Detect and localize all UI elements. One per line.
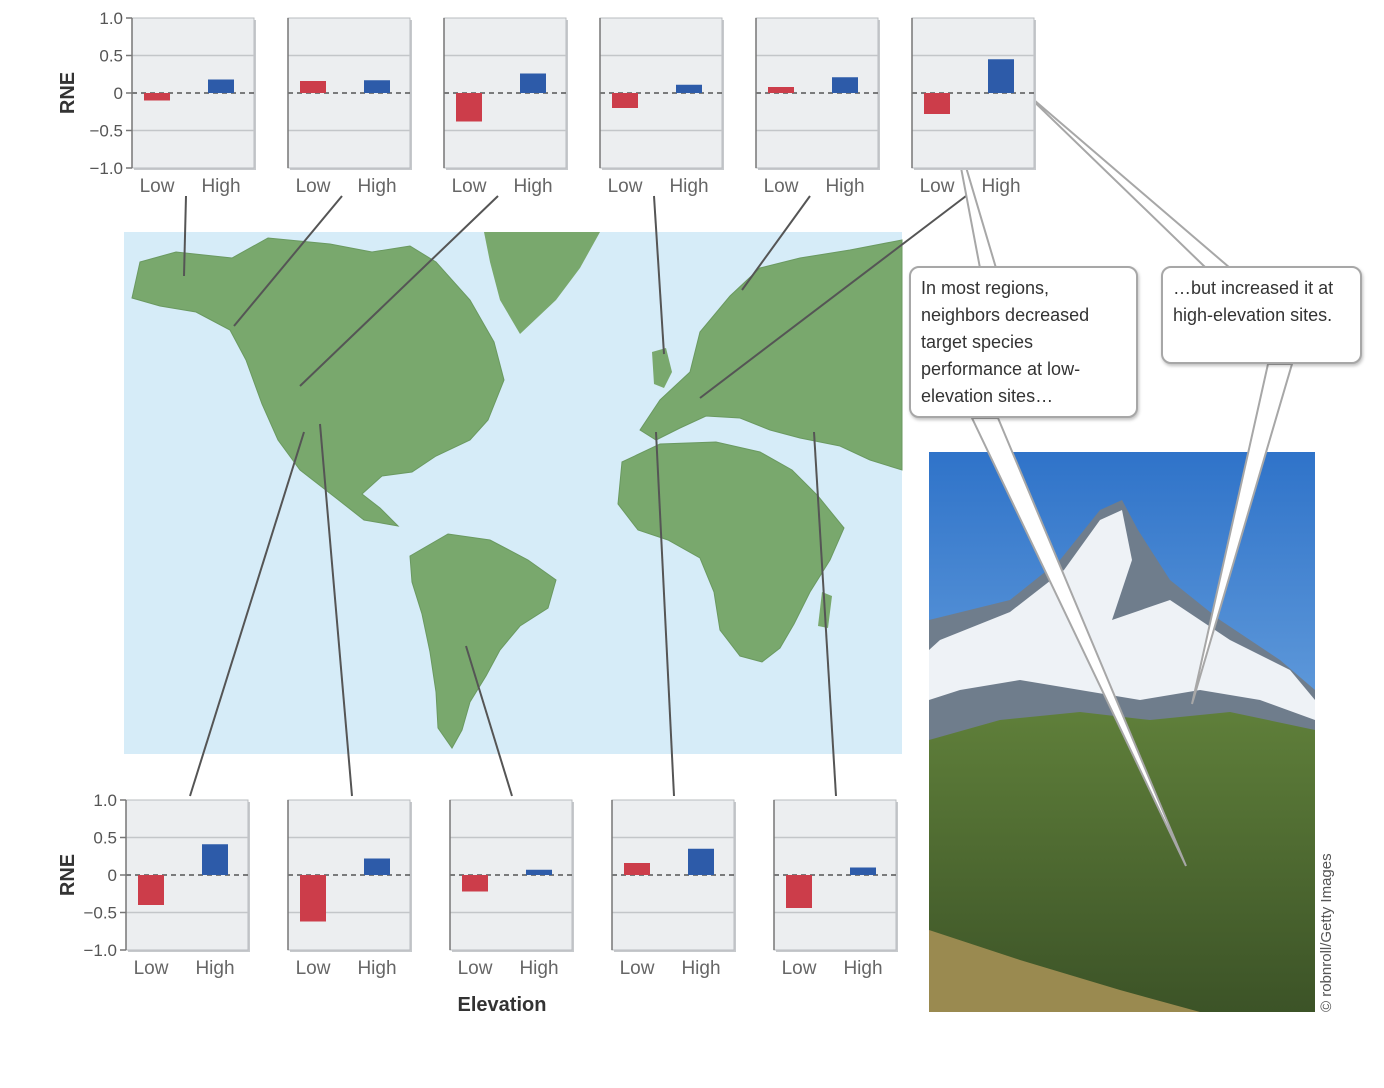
connector-line [699,195,967,399]
x-tick-label: High [357,958,396,979]
y-tick-label: −0.5 [89,122,123,141]
y-tick-label: 1.0 [99,9,123,28]
bar-panel: Low High 1.0 0.5 0 −0.5 −1.0 RNE [57,9,256,197]
bar-panel: Low High [449,799,574,979]
x-tick-label: High [519,958,558,979]
x-tick-label: High [669,176,708,197]
bar-high [988,59,1014,93]
y-tick-label: 0 [108,866,117,885]
africa-landmass [617,441,845,663]
elevation-axis-label: Elevation [458,994,547,1016]
x-tick-label: High [981,176,1020,197]
bar-low [300,875,326,922]
connector-line [183,195,187,277]
y-axis-label: RNE [57,72,79,114]
bar-low [924,93,950,114]
bar-high [208,79,234,93]
matterhorn-photo [929,452,1315,1012]
x-tick-label: Low [140,176,175,197]
bar-panel: Low High [599,17,724,197]
callout-pointer-low-photo [970,417,1187,867]
x-tick-label: Low [782,958,817,979]
bar-high [832,77,858,93]
bar-high [520,73,546,93]
x-tick-label: High [513,176,552,197]
y-axis-label: RNE [57,854,79,896]
y-tick-label: 0 [114,84,123,103]
x-tick-label: High [843,958,882,979]
bar-panel: Low High [443,17,568,197]
bar-low [624,863,650,875]
x-tick-label: Low [764,176,799,197]
bar-high [364,80,390,93]
callout-high-elevation: …but increased it at high-elevation site… [1161,266,1362,364]
bar-low [144,93,170,101]
connector-line [299,195,499,387]
x-tick-label: High [825,176,864,197]
snow-cover [929,510,1315,720]
x-tick-label: Low [920,176,955,197]
bar-low [768,87,794,93]
y-tick-label: 0.5 [99,47,123,66]
bar-low [138,875,164,905]
x-tick-label: Low [608,176,643,197]
connector-line [813,431,837,797]
connector-line [741,195,811,291]
y-tick-label: 0.5 [93,829,117,848]
bar-high [526,869,552,875]
bar-panel: Low High [611,799,736,979]
bar-high [850,867,876,875]
foreground-meadow [929,930,1200,1012]
bar-panel: Low High [773,799,898,979]
connector-line [319,423,353,797]
photo-credit: © robnroll/Getty Images [1318,853,1335,1012]
x-tick-label: High [357,176,396,197]
callout-pointer-high-chart [1019,87,1233,269]
bar-panel: Low High [287,799,412,979]
bar-high [202,844,228,875]
x-tick-label: High [201,176,240,197]
bar-low [462,875,488,892]
bar-low [300,81,326,93]
x-tick-label: Low [620,958,655,979]
x-tick-label: Low [458,958,493,979]
connector-line [465,645,513,797]
north-america-landmass [131,237,505,527]
bar-low [786,875,812,908]
connector-line [653,195,665,355]
connector-line [189,431,305,797]
x-tick-label: Low [134,958,169,979]
callout-low-elevation: In most regions, neighbors decreased tar… [909,266,1138,418]
bar-low [456,93,482,122]
x-tick-label: Low [296,958,331,979]
bar-high [364,858,390,875]
connector-line [655,431,675,797]
x-tick-label: High [681,958,720,979]
bar-low [612,93,638,108]
x-tick-label: High [195,958,234,979]
south-america-landmass [409,533,557,749]
y-tick-label: −0.5 [83,904,117,923]
y-tick-label: −1.0 [83,941,117,960]
green-slope [929,712,1315,1012]
world-map [124,232,903,754]
y-tick-label: −1.0 [89,159,123,178]
europe-asia-landmass [639,239,903,471]
bar-high [688,848,714,875]
x-tick-label: Low [296,176,331,197]
greenland-landmass [484,232,600,334]
bar-panel: Low High 1.0 0.5 0 −0.5 −1.0 RNE [57,791,250,979]
connector-line [233,195,343,327]
bar-high [676,84,702,93]
bar-panel: Low High [911,17,1036,197]
bar-panel: Low High [755,17,880,197]
y-tick-label: 1.0 [93,791,117,810]
britain-landmass [652,348,672,388]
bar-panel: Low High [287,17,412,197]
callout-pointer-high-photo [1191,363,1294,705]
connector-lines [183,195,967,797]
x-tick-label: Low [452,176,487,197]
